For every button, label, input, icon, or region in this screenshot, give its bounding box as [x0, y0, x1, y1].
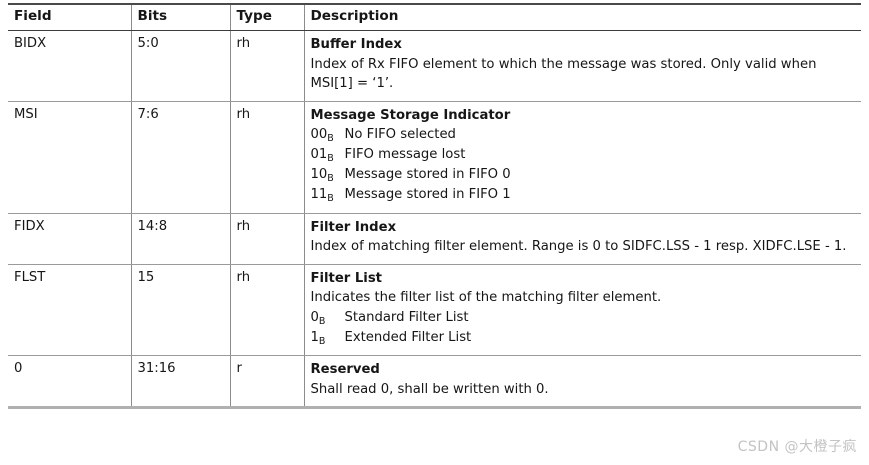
enum-code-value: 0 [310, 309, 319, 325]
enum-description: Message stored in FIFO 1 [344, 187, 511, 203]
cell-field: FIDX [8, 213, 131, 265]
enum-code-value: 10 [310, 167, 328, 183]
enum-code-subscript: B [318, 335, 326, 347]
enum-description: Standard Filter List [344, 309, 469, 325]
enum-description: FIFO message lost [344, 147, 466, 163]
cell-type: rh [229, 213, 304, 265]
description-body: Shall read 0, shall be written with 0. [310, 381, 549, 397]
column-header-bits: Bits [130, 3, 230, 31]
enum-code-subscript: B [327, 173, 334, 185]
column-header-type: Type [229, 3, 304, 31]
cell-field: BIDX [8, 30, 131, 102]
cell-field: 0 [8, 355, 131, 410]
description-body: Index of matching filter element. Range … [310, 239, 847, 255]
enum-code: 0B [311, 308, 345, 328]
cell-field: MSI [8, 101, 131, 214]
table-header: Field Bits Type Description [8, 3, 861, 31]
enum-code: 1B [311, 328, 345, 348]
cell-type: r [229, 355, 304, 410]
description-body: Indicates the filter list of the matchin… [310, 290, 662, 306]
description-title: Message Storage Indicator [310, 107, 511, 123]
column-header-description: Description [303, 3, 861, 31]
enum-code-subscript: B [327, 153, 334, 165]
cell-bits: 14:8 [130, 213, 230, 265]
enum-code: 01B [311, 145, 345, 165]
enum-description: No FIFO selected [344, 127, 456, 143]
description-title: Filter Index [310, 219, 397, 235]
description-title: Buffer Index [310, 37, 402, 52]
enum-code-value: 11 [310, 187, 328, 203]
enum-code-value: 01 [310, 147, 328, 163]
enum-code: 11B [311, 185, 345, 205]
enum-description: Extended Filter List [344, 329, 472, 345]
csdn-watermark: CSDN @大橙子疯 [737, 439, 857, 455]
cell-bits: 15 [130, 264, 230, 356]
column-header-field: Field [8, 3, 131, 31]
enum-code-subscript: B [327, 133, 334, 145]
enum-code-value: 00 [310, 127, 328, 143]
cell-type: rh [229, 101, 304, 214]
description-title: Filter List [310, 270, 382, 286]
cell-bits: 7:6 [130, 101, 230, 214]
enum-code: 00B [311, 125, 345, 145]
description-body: Index of Rx FIFO element to which the me… [310, 56, 817, 92]
table-header-row: Field Bits Type Description [8, 3, 861, 31]
cell-type: rh [229, 30, 304, 102]
cell-bits: 31:16 [130, 355, 230, 410]
enum-code-value: 1 [310, 329, 319, 345]
cell-field: FLST [8, 264, 131, 356]
enum-code-subscript: B [327, 193, 334, 205]
enum-code-subscript: B [318, 315, 326, 327]
description-title: Reserved [310, 361, 380, 377]
enum-description: Message stored in FIFO 0 [344, 167, 511, 183]
cell-bits: 5:0 [130, 30, 230, 102]
cell-type: rh [229, 264, 304, 356]
enum-code: 10B [311, 165, 345, 185]
